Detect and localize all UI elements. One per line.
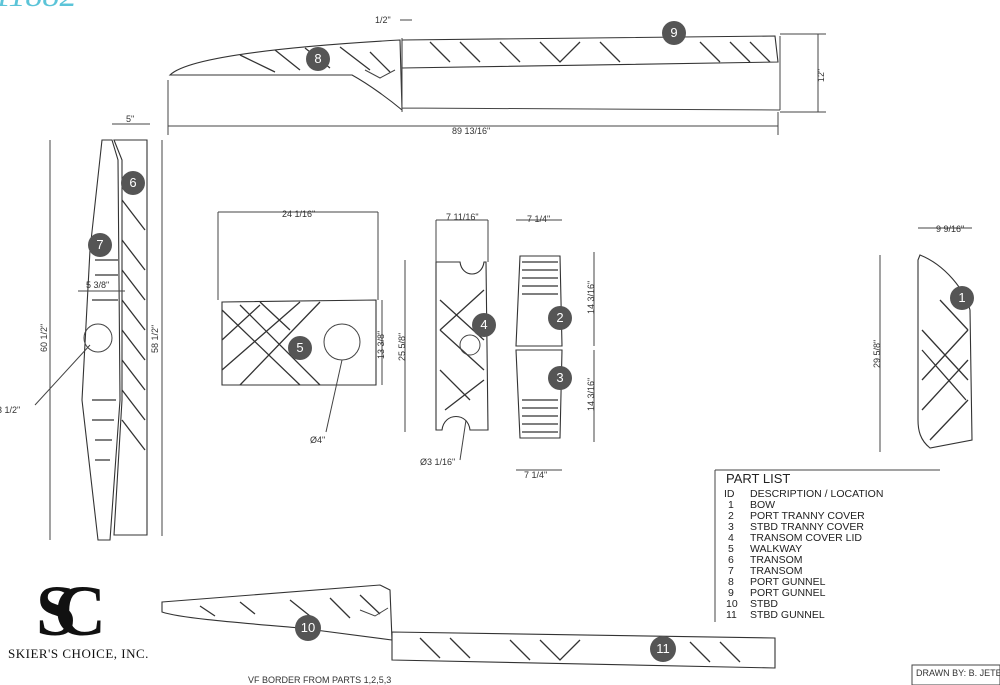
dim-five-three-eighths: 5 3/8" [86, 280, 109, 290]
svg-text:10: 10 [301, 620, 315, 635]
part-list-row-id: 1 [728, 499, 734, 511]
dim-seven-quarter-top: 7 1/4" [527, 214, 550, 224]
part-list-col-id: ID [724, 488, 735, 500]
part-list-col-desc: DESCRIPTION / LOCATION [750, 488, 883, 500]
svg-text:9: 9 [670, 25, 677, 40]
svg-text:8: 8 [314, 51, 321, 66]
part-list-row-desc: STBD TRANNY COVER [750, 521, 864, 533]
badge-5: 5 [288, 336, 312, 360]
part-list-row-id: 6 [728, 554, 734, 566]
dim-length-89: 89 13/16" [452, 126, 490, 136]
brand-monogram: SC [36, 571, 101, 651]
footer-note: VF BORDER FROM PARTS 1,2,5,3 [248, 675, 391, 685]
part-list-rows: 1 BOW 2 PORT TRANNY COVER 3 STBD TRANNY … [726, 499, 865, 621]
svg-text:6: 6 [129, 175, 136, 190]
part-list-row-id: 11 [726, 609, 737, 621]
svg-text:3: 3 [556, 370, 563, 385]
part-list-row-desc: PORT GUNNEL [750, 587, 826, 599]
part-list-row-id: 10 [726, 598, 738, 610]
dim-dia-three: Ø3 1/16" [420, 457, 455, 467]
part-list-row-id: 7 [728, 565, 734, 577]
part-transom-strips [81, 139, 148, 541]
part-badges: 1 2 3 4 5 6 7 8 9 10 11 [88, 21, 974, 662]
svg-text:11: 11 [656, 641, 670, 656]
badge-6: 6 [121, 171, 145, 195]
dim-fifty-eight-half: 58 1/2" [150, 325, 160, 353]
brand-logo: SC SKIER'S CHOICE, INC. [8, 571, 149, 661]
badge-9: 9 [662, 21, 686, 45]
part-list-title: PART LIST [726, 471, 790, 486]
part-stbd-gunnel-bottom [161, 584, 776, 669]
drawn-by-label: DRAWN BY: B. JETER [916, 668, 1000, 678]
part-list-row-desc: TRANSOM [750, 565, 803, 577]
badge-10: 10 [295, 615, 321, 641]
part-list-table: PART LIST ID DESCRIPTION / LOCATION 1 BO… [714, 469, 940, 622]
part-list-row-id: 8 [728, 576, 734, 588]
part-bow [917, 254, 973, 449]
badge-11: 11 [650, 636, 676, 662]
dim-thirteen: 13 3/8" [376, 331, 386, 359]
dim-twenty-five: 25 5/8" [397, 333, 407, 361]
badge-4: 4 [472, 313, 496, 337]
dim-sixty-half: 60 1/2" [39, 324, 49, 352]
part-tranny-covers [515, 255, 563, 439]
part-list-row-id: 9 [728, 587, 734, 599]
dim-twenty-nine: 29 5/8" [872, 340, 882, 368]
part-list-row-desc: STBD [750, 598, 778, 610]
part-list-row-desc: PORT GUNNEL [750, 576, 826, 588]
dim-fourteen-bottom: 14 3/16" [586, 378, 596, 411]
dim-seven-quarter-bottom: 7 1/4" [524, 470, 547, 480]
part-list-row-desc: WALKWAY [750, 543, 802, 555]
part-list-row-id: 4 [728, 532, 734, 544]
part-list-row-desc: BOW [750, 499, 775, 511]
part-list-row-desc: TRANSOM COVER LID [750, 532, 862, 544]
badge-1: 1 [950, 286, 974, 310]
part-transom-cover-lid [435, 261, 489, 431]
dim-twenty-four: 24 1/16" [282, 209, 315, 219]
svg-text:4: 4 [480, 317, 487, 332]
dim-three-half: 3 1/2" [0, 405, 20, 415]
dim-seven-eleven: 7 11/16" [446, 212, 479, 222]
part-list-row-desc: PORT TRANNY COVER [750, 510, 865, 522]
dim-dia-four: Ø4" [310, 435, 325, 445]
dim-twelve: 12" [816, 69, 826, 82]
brand-name: SKIER'S CHOICE, INC. [8, 646, 149, 661]
dim-half-inch: 1/2" [375, 15, 391, 25]
part-list-row-id: 5 [728, 543, 734, 555]
dim-fourteen-top: 14 3/16" [586, 281, 596, 314]
part-list-row-id: 3 [728, 521, 734, 533]
badge-8: 8 [306, 47, 330, 71]
dim-five: 5" [126, 114, 134, 124]
badge-2: 2 [548, 306, 572, 330]
part-list-row-desc: STBD GUNNEL [750, 609, 825, 621]
svg-text:7: 7 [96, 237, 103, 252]
svg-text:1: 1 [958, 290, 965, 305]
part-list-row-id: 2 [728, 510, 734, 522]
part-list-row-desc: TRANSOM [750, 554, 803, 566]
dim-nine-nine: 9 9/16" [936, 224, 964, 234]
badge-7: 7 [88, 233, 112, 257]
header-scrawl: 11882 [0, 0, 76, 14]
part-port-gunnel-top [168, 35, 781, 112]
svg-text:5: 5 [296, 340, 303, 355]
badge-3: 3 [548, 366, 572, 390]
svg-text:2: 2 [556, 310, 563, 325]
